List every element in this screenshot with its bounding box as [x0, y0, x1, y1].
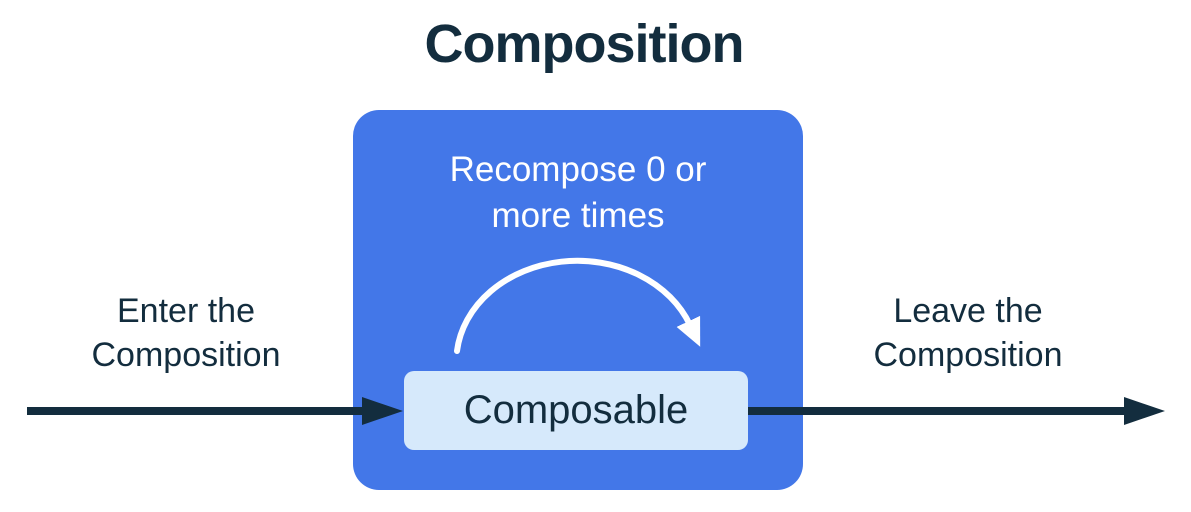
composable-label: Composable [463, 388, 689, 432]
recompose-label: Recompose 0 or more times [428, 147, 728, 239]
composable-box: Composable [404, 371, 748, 450]
leave-label-line1: Leave the [893, 292, 1043, 330]
enter-label-line1: Enter the [117, 292, 255, 330]
leave-label-line2: Composition [873, 336, 1063, 374]
enter-label-line2: Composition [91, 336, 281, 374]
recompose-label-line1: Recompose 0 or [449, 150, 707, 189]
leave-composition-label: Leave the Composition [818, 289, 1118, 377]
enter-composition-label: Enter the Composition [36, 289, 336, 377]
enter-arrow-icon [27, 397, 403, 425]
recompose-label-line2: more times [491, 196, 665, 235]
diagram-title: Composition [424, 14, 745, 74]
leave-arrow-icon [748, 397, 1165, 425]
